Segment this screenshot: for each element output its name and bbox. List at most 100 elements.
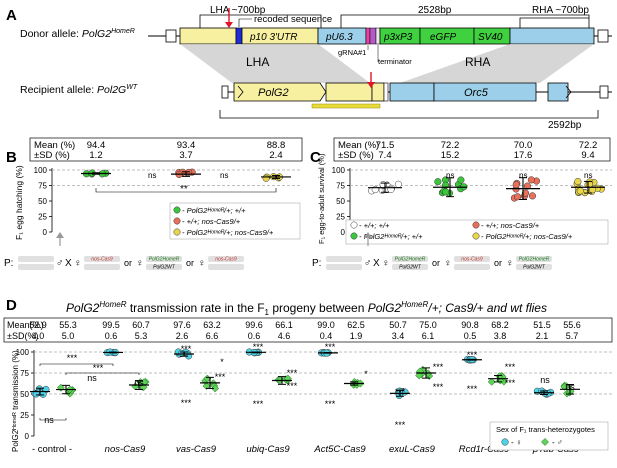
panel-a: A Donor allele: PolG2HomeR LHA ~700bp 25… [6, 5, 612, 131]
c-mean-value: 72.2 [441, 140, 460, 151]
d-mean-value: 99.5 [102, 320, 120, 330]
grna-label: gRNA#1 [338, 48, 366, 57]
polg2-label: PolG2 [258, 87, 289, 99]
c-sd-value: 7.4 [378, 150, 391, 161]
c-chrom [516, 256, 552, 262]
c-point [521, 189, 530, 197]
recipient-allele-label: Recipient allele: Pol2GWT [20, 84, 138, 96]
c-point [512, 181, 520, 189]
b-ytick: 50 [38, 197, 47, 206]
c-chrom-label: PolG2WT [523, 265, 546, 271]
c-legend-swatch [350, 232, 358, 240]
b-sd-label: ±SD (%) [34, 150, 70, 161]
b-mean-value: 88.8 [267, 140, 286, 151]
c-point [589, 186, 597, 194]
d-legend-title: Sex of F₁ trans-heterozygotes [496, 425, 595, 434]
d-mean-value: 90.8 [461, 320, 479, 330]
b-sd-value: 2.4 [269, 150, 282, 161]
d-group-label: Rcd1r-Cas9 [459, 444, 510, 455]
c-ylabel: F₁ egg-to-adult survival (%) [317, 153, 326, 244]
c-point [457, 176, 465, 184]
b-chrom-label: PolG2WT [153, 265, 176, 271]
b-ylabel: F₁ egg hatching (%) [14, 165, 24, 240]
d-sd-value: 1.9 [350, 331, 363, 341]
d-group-label: ubiq-Cas9 [246, 444, 290, 455]
d-sig-mark: *** [325, 399, 336, 409]
b-legend-entry: - PolG2ᴴᵒᵐᵉᴿ/+; nos-Cas9/+ [182, 228, 274, 237]
c-legend-entry: - PolG2ᴴᵒᵐᵉᴿ/+; nos-Cas9/+ [481, 232, 573, 241]
d-title: PolG2HomeR transmission rate in the F1 p… [66, 300, 547, 317]
d-mean-value: 55.3 [59, 320, 77, 330]
d-sig-mark: *** [287, 368, 298, 378]
d-sig-mark: ns [44, 415, 54, 425]
d-mean-value: 66.1 [275, 320, 293, 330]
p10-label: p10 3'UTR [249, 32, 298, 43]
b-sd-value: 3.7 [179, 150, 192, 161]
panel-c: C Mean (%) ±SD (%) 71.57.472.215.270.017… [310, 137, 612, 271]
c-cross-p: P: [312, 258, 321, 269]
d-group-label: Act5C-Cas9 [313, 444, 366, 455]
d-sig-mark: *** [181, 398, 192, 408]
rha-label: RHA [465, 55, 490, 69]
d-group-label: vas-Cas9 [176, 444, 217, 455]
c-mean-value: 71.5 [376, 140, 395, 151]
d-group-label: nos-Cas9 [105, 444, 146, 455]
c-or: or [432, 258, 440, 268]
d-sig-mark: *** [467, 350, 478, 360]
d-sig-mark: *** [215, 372, 226, 382]
panel-c-letter: C [310, 149, 321, 166]
b-sd-value: 1.2 [89, 150, 102, 161]
c-point [514, 193, 522, 201]
panel-b-letter: B [6, 149, 17, 166]
c-mean-value: 72.2 [579, 140, 598, 151]
b-chrom [208, 256, 244, 262]
d-male-point [487, 377, 496, 386]
d-male-point [560, 382, 569, 391]
d-group-label: exuL-Cas9 [389, 444, 436, 455]
c-chrom [392, 256, 428, 262]
c-female-icon: ♀ [444, 258, 452, 269]
recoded-segment [235, 27, 243, 45]
d-mean-value: 55.6 [563, 320, 581, 330]
c-legend-entry: - +/+; nos-Cas9/+ [481, 221, 540, 230]
c-cross-x: X [373, 258, 380, 269]
d-sig-mark: *** [395, 387, 406, 397]
b-female-icon: ♀ [198, 258, 206, 269]
b-mean-value: 93.4 [177, 140, 196, 151]
b-mean-label: Mean (%) [34, 140, 75, 151]
c-ns: ns [584, 171, 592, 180]
d-sig-mark: ns [565, 382, 575, 392]
d-sd-value: 0.4 [320, 331, 333, 341]
b-legend-entry: - +/+; nos-Cas9/+ [182, 217, 241, 226]
c-female-icon: ♀ [382, 258, 390, 269]
donor-lha-segment [179, 27, 237, 45]
d-sd-value: 4.0 [32, 331, 45, 341]
d-sd-value: 0.6 [248, 331, 261, 341]
d-male-point [283, 374, 292, 383]
d-sig-mark: *** [433, 382, 444, 392]
recoded-label: recoded sequence [254, 14, 332, 25]
c-chrom-label: nos-Cas9 [461, 257, 483, 263]
d-ytick: 100 [16, 348, 30, 357]
pu6-label: pU6.3 [325, 32, 353, 43]
b-female-icon: ♀ [136, 258, 144, 269]
d-sd-label: ±SD(%) [7, 331, 38, 341]
c-sd-value: 17.6 [514, 150, 533, 161]
d-mean-value: 68.2 [491, 320, 509, 330]
c-point [576, 187, 584, 195]
d-mean-value: 99.6 [245, 320, 263, 330]
c-legend-swatch [350, 221, 358, 229]
d-ytick: 50 [20, 390, 29, 399]
d-legend-male-swatch [541, 438, 549, 446]
b-ytick: 0 [43, 228, 48, 237]
panel-d: D PolG2HomeR transmission rate in the F1… [3, 297, 613, 455]
d-sd-value: 2.1 [536, 331, 549, 341]
d-legend-female-swatch [501, 438, 509, 446]
b-or: or [124, 258, 132, 268]
c-chrom [454, 264, 490, 270]
c-mean-label: Mean (%) [338, 140, 379, 151]
d-sig-mark: *** [181, 344, 192, 354]
d-male-point [56, 383, 65, 392]
d-sig-mark: * [364, 369, 368, 379]
donor-size-label: 2528bp [418, 5, 452, 16]
